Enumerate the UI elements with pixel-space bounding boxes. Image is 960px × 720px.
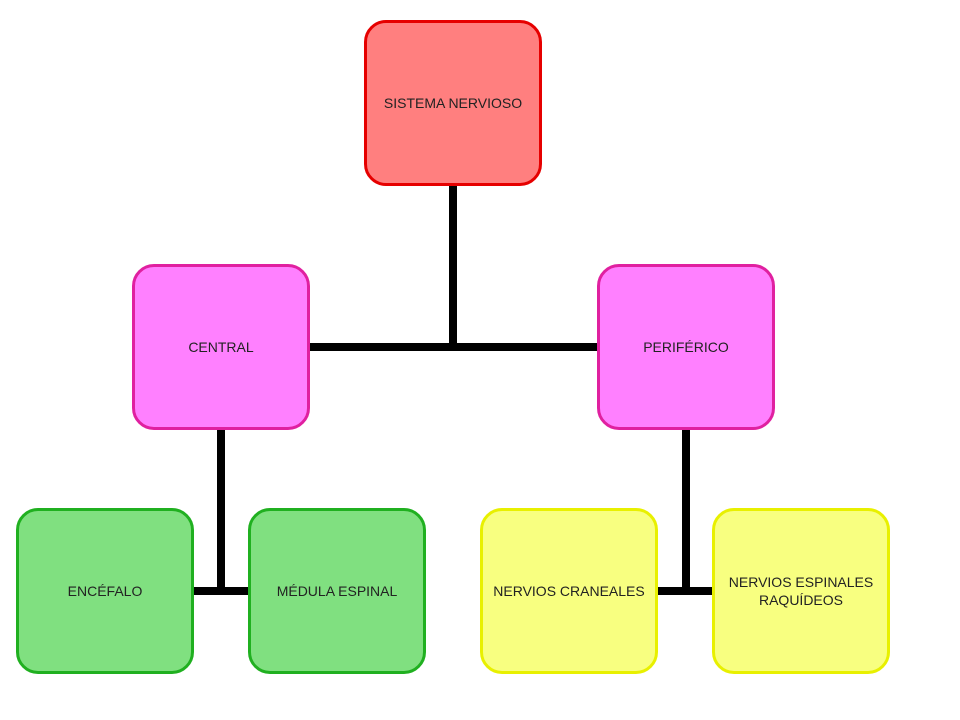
node-sistema-nervioso: SISTEMA NERVIOSO — [364, 20, 542, 186]
node-encefalo: ENCÉFALO — [16, 508, 194, 674]
node-nervios-craneales: NERVIOS CRANEALES — [480, 508, 658, 674]
node-label: CENTRAL — [188, 339, 254, 355]
node-periferico: PERIFÉRICO — [597, 264, 775, 430]
node-label: SISTEMA NERVIOSO — [383, 95, 523, 111]
node-central: CENTRAL — [132, 264, 310, 430]
node-label: PERIFÉRICO — [643, 339, 729, 355]
node-label: NERVIOS CRANEALES — [493, 583, 645, 599]
node-medula-espinal: MÉDULA ESPINAL — [248, 508, 426, 674]
node-nervios-espinales: NERVIOS ESPINALES RAQUÍDEOS — [712, 508, 890, 674]
node-label: MÉDULA ESPINAL — [276, 583, 398, 599]
node-label: ENCÉFALO — [67, 583, 143, 599]
node-label: NERVIOS ESPINALES RAQUÍDEOS — [728, 574, 874, 608]
